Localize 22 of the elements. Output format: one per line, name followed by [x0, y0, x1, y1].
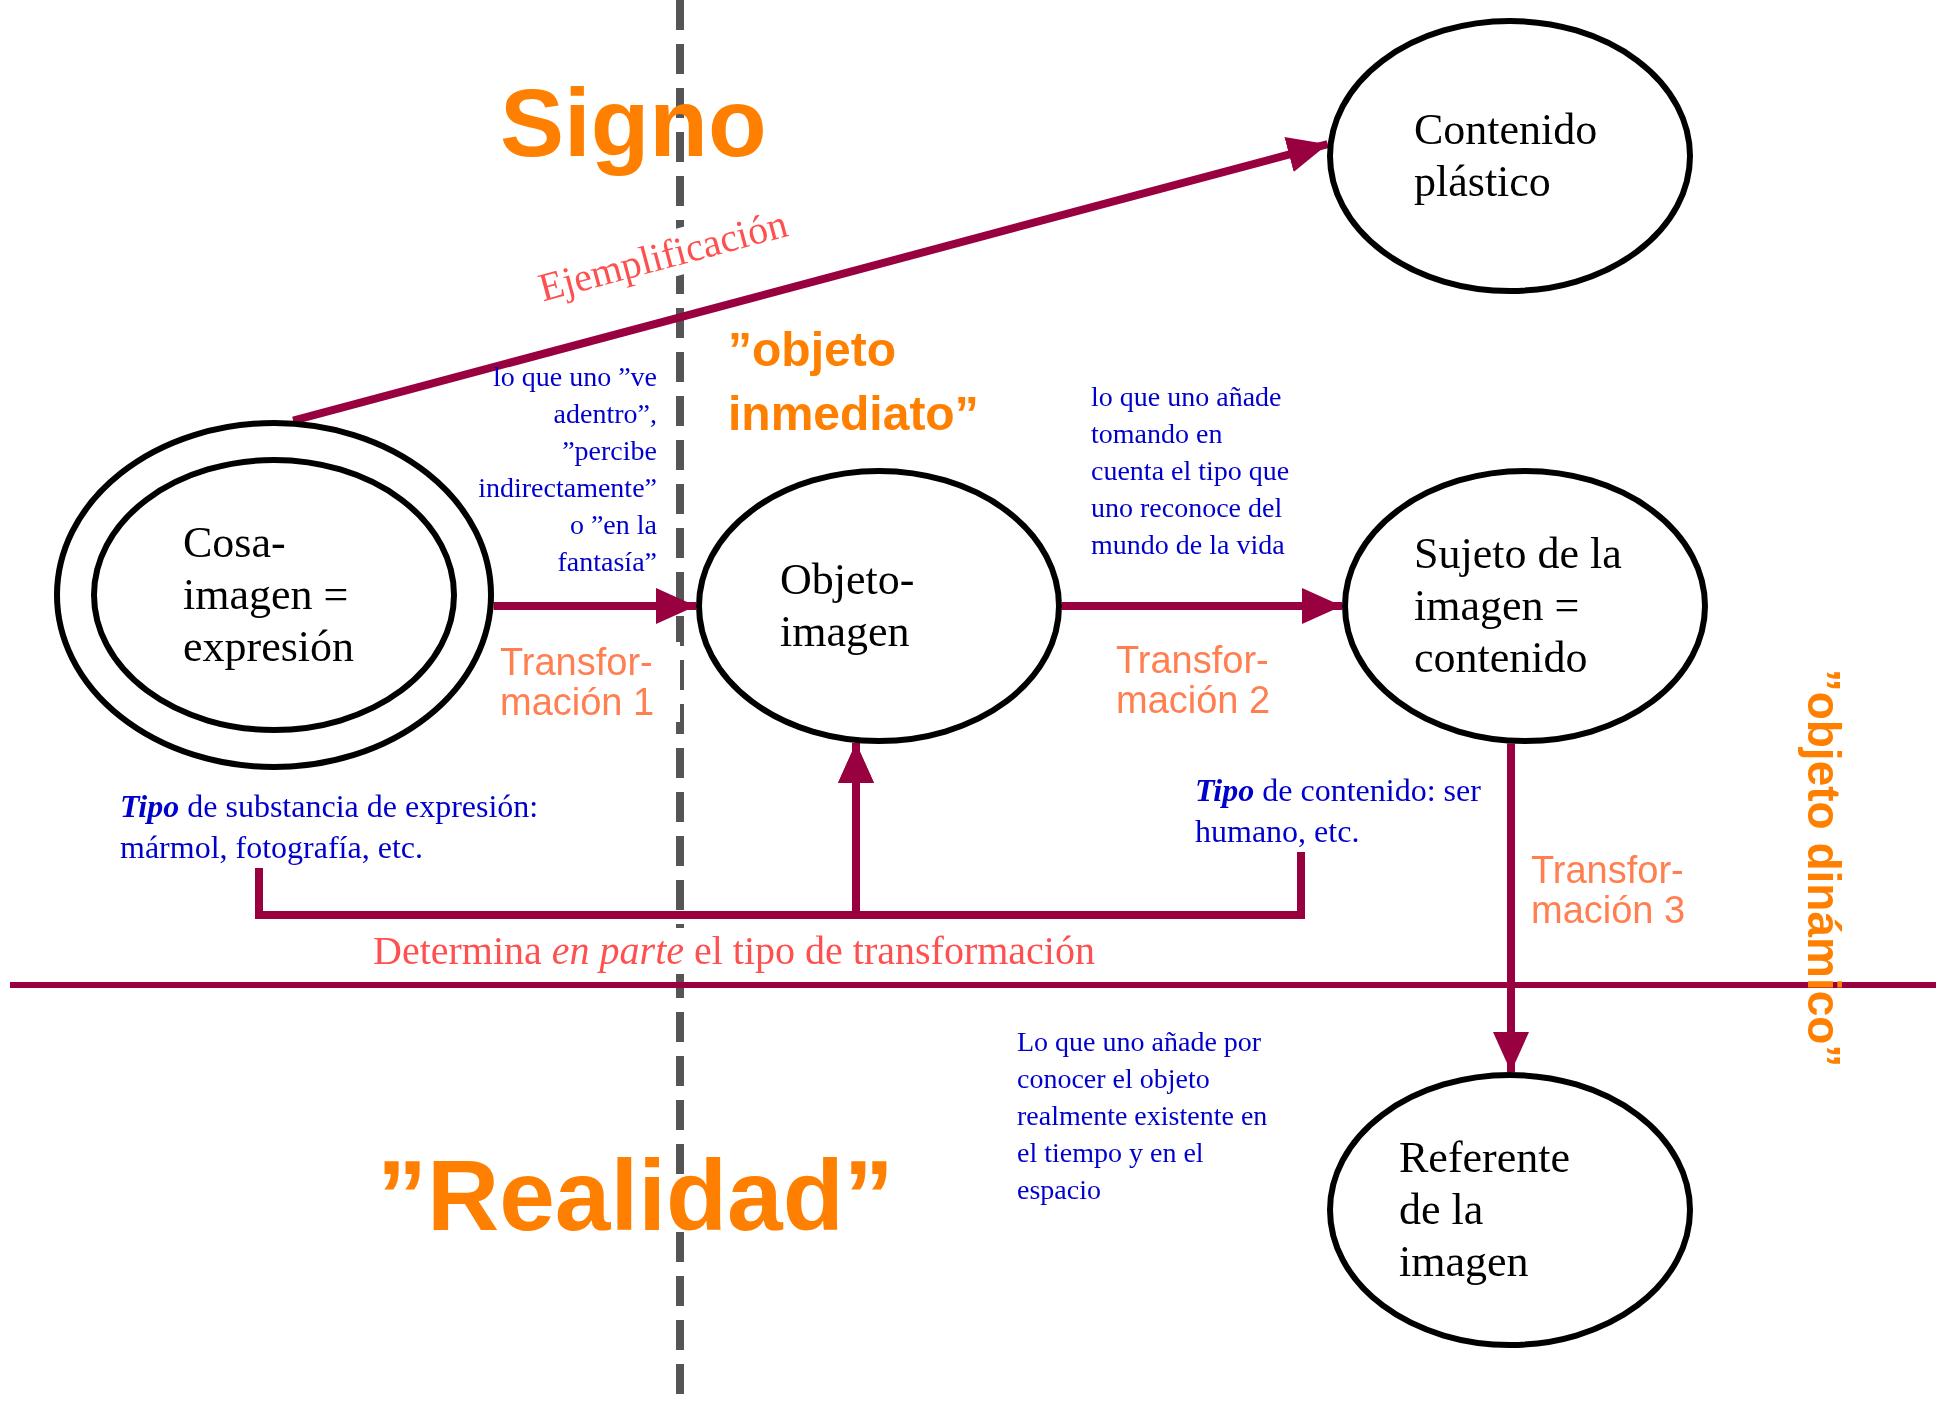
edge-label: Transfor- mación 1 — [500, 642, 680, 722]
annotation-text: lo que uno ”ve adentro”, ”percibe indirectamente” o ”en la fantasía” — [477, 360, 657, 579]
heading-text: ”Realidad” — [377, 1140, 894, 1250]
annotation-text: lo que uno añade tomando en cuenta el tipo que uno reconoce del mundo de la vida — [1091, 380, 1291, 562]
heading-text: ”objeto inmediato” — [728, 322, 980, 442]
node-label: Cosa-imagen = expresión — [183, 517, 356, 673]
ellipse-node — [91, 457, 457, 733]
ellipse-node — [1327, 1072, 1693, 1348]
node-label: Contenido plástico — [1414, 104, 1599, 208]
node-label: Referente de la imagen — [1399, 1132, 1571, 1288]
node-label: Sujeto de la imagen = contenido — [1414, 528, 1623, 684]
ellipse-node — [1342, 468, 1708, 744]
edge-label: Determina en parte el tipo de transformación — [373, 928, 1095, 974]
arrow — [292, 137, 1329, 425]
heading-text: Signo — [500, 70, 767, 176]
ellipse-node — [1327, 18, 1693, 294]
node-label: Objeto-imagen — [780, 554, 916, 658]
annotation-text: Lo que uno añade por conocer el objeto realmente existente en el tiempo y en el espacio — [1017, 1025, 1269, 1207]
ellipse-node — [696, 468, 1062, 744]
heading-text: ”objeto dinámico” — [1798, 668, 1850, 1068]
annotation-text: Tipo de contenido: ser humano, etc. — [1195, 770, 1485, 852]
annotation-text: Tipo de substancia de expresión: mármol, fotografía, etc. — [120, 786, 600, 868]
